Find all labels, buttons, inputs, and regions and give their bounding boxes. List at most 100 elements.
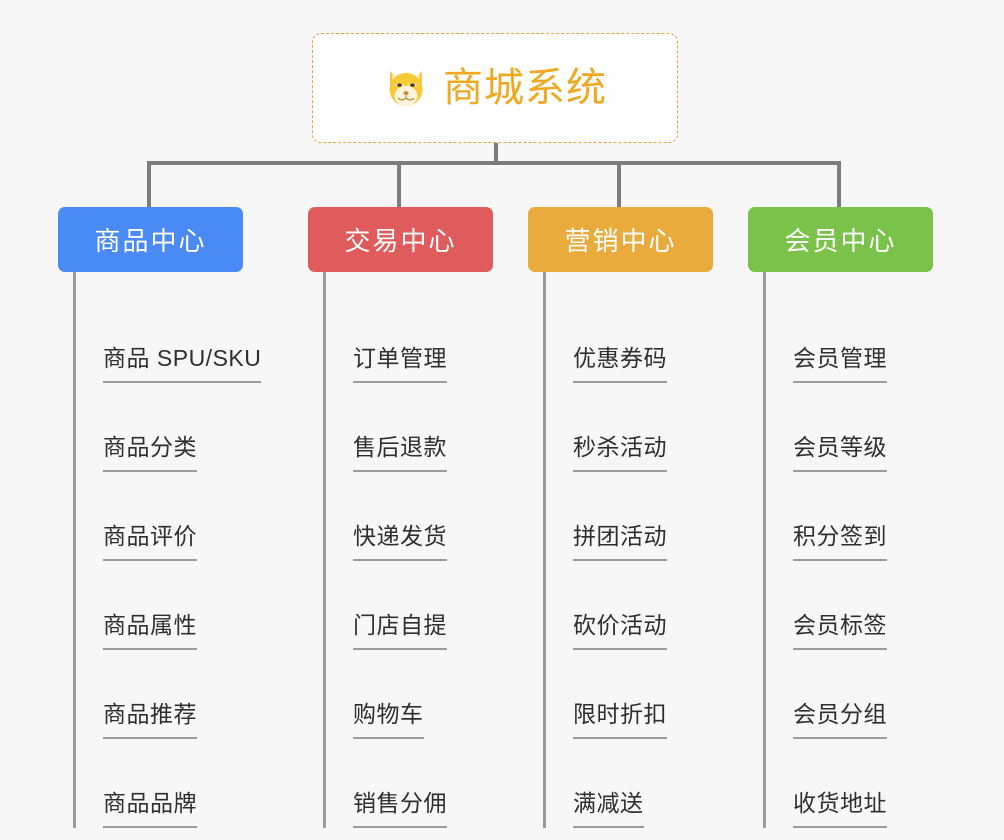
leaf-item-label: 会员等级: [793, 434, 887, 460]
leaf-item-label: 商品品牌: [103, 790, 197, 816]
leaf-item[interactable]: 商品品牌: [73, 739, 243, 828]
column-member-center: 会员中心会员管理会员等级积分签到会员标签会员分组收货地址: [748, 207, 933, 828]
spine-trade-center: [323, 272, 326, 828]
leaf-item-label: 商品属性: [103, 612, 197, 638]
leaf-item-underline: 满减送: [573, 784, 644, 828]
category-label: 会员中心: [784, 226, 897, 256]
root-node[interactable]: 商城系统: [312, 33, 678, 143]
leaf-item-label: 商品评价: [103, 523, 197, 549]
leaf-item-underline: 拼团活动: [573, 517, 667, 561]
category-header-product-center[interactable]: 商品中心: [58, 207, 243, 272]
leaf-item-underline: 砍价活动: [573, 606, 667, 650]
leaf-item-label: 拼团活动: [573, 523, 667, 549]
spine-member-center: [763, 272, 766, 828]
leaf-item[interactable]: 购物车: [323, 650, 493, 739]
leaf-item-underline: 门店自提: [353, 606, 447, 650]
leaf-item-label: 满减送: [573, 790, 644, 816]
column-product-center: 商品中心商品 SPU/SKU 商品分类商品评价商品属性商品推荐商品品牌: [58, 207, 262, 828]
leaf-item[interactable]: 商品评价: [73, 472, 243, 561]
branch-connector-trade-center: [397, 161, 401, 209]
leaf-item-label: 积分签到: [793, 523, 887, 549]
leaf-list-product-center: 商品 SPU/SKU 商品分类商品评价商品属性商品推荐商品品牌: [73, 272, 262, 828]
leaf-item-underline: 商品分类: [103, 428, 197, 472]
leaf-item-label: 秒杀活动: [573, 434, 667, 460]
leaf-item[interactable]: 商品推荐: [73, 650, 243, 739]
leaf-item[interactable]: 砍价活动: [543, 561, 713, 650]
category-header-trade-center[interactable]: 交易中心: [308, 207, 493, 272]
leaf-item-label: 商品 SPU/SKU: [103, 345, 262, 371]
leaf-item-underline: 销售分佣: [353, 784, 447, 828]
leaf-item-label: 优惠券码: [573, 345, 667, 371]
leaf-item-underline: 秒杀活动: [573, 428, 667, 472]
column-marketing-center: 营销中心优惠券码秒杀活动拼团活动砍价活动限时折扣满减送: [528, 207, 713, 828]
category-header-marketing-center[interactable]: 营销中心: [528, 207, 713, 272]
leaf-item[interactable]: 会员分组: [763, 650, 933, 739]
branch-connector-marketing-center: [617, 161, 621, 209]
category-label: 交易中心: [344, 226, 457, 256]
leaf-item[interactable]: 商品 SPU/SKU: [73, 294, 262, 383]
leaf-item-underline: 订单管理: [353, 339, 447, 383]
leaf-item-label: 会员管理: [793, 345, 887, 371]
trunk-vertical-connector: [494, 143, 498, 164]
leaf-item[interactable]: 会员标签: [763, 561, 933, 650]
leaf-item-label: 会员标签: [793, 612, 887, 638]
leaf-item[interactable]: 优惠券码: [543, 294, 713, 383]
leaf-item[interactable]: 满减送: [543, 739, 713, 828]
leaf-item-underline: 积分签到: [793, 517, 887, 561]
leaf-item-underline: 商品评价: [103, 517, 197, 561]
leaf-item[interactable]: 限时折扣: [543, 650, 713, 739]
leaf-item-label: 售后退款: [353, 434, 447, 460]
leaf-list-trade-center: 订单管理售后退款快递发货门店自提购物车销售分佣: [323, 272, 493, 828]
leaf-item-label: 订单管理: [353, 345, 447, 371]
leaf-item[interactable]: 秒杀活动: [543, 383, 713, 472]
leaf-item-underline: 会员分组: [793, 695, 887, 739]
leaf-item-underline: 商品品牌: [103, 784, 197, 828]
leaf-item[interactable]: 积分签到: [763, 472, 933, 561]
branch-connector-product-center: [147, 161, 151, 209]
leaf-item-underline: 购物车: [353, 695, 424, 739]
leaf-item-label: 砍价活动: [573, 612, 667, 638]
leaf-item[interactable]: 售后退款: [323, 383, 493, 472]
leaf-item[interactable]: 会员管理: [763, 294, 933, 383]
leaf-item-label: 商品分类: [103, 434, 197, 460]
leaf-item[interactable]: 快递发货: [323, 472, 493, 561]
leaf-item-label: 会员分组: [793, 701, 887, 727]
leaf-item-underline: 售后退款: [353, 428, 447, 472]
leaf-list-member-center: 会员管理会员等级积分签到会员标签会员分组收货地址: [763, 272, 933, 828]
leaf-item[interactable]: 商品分类: [73, 383, 243, 472]
category-header-member-center[interactable]: 会员中心: [748, 207, 933, 272]
spine-marketing-center: [543, 272, 546, 828]
root-title: 商城系统: [443, 66, 607, 110]
leaf-item-underline: 快递发货: [353, 517, 447, 561]
leaf-item[interactable]: 拼团活动: [543, 472, 713, 561]
leaf-list-marketing-center: 优惠券码秒杀活动拼团活动砍价活动限时折扣满减送: [543, 272, 713, 828]
leaf-item-underline: 商品推荐: [103, 695, 197, 739]
leaf-item-label: 收货地址: [793, 790, 887, 816]
leaf-item-underline: 会员管理: [793, 339, 887, 383]
leaf-item[interactable]: 会员等级: [763, 383, 933, 472]
leaf-item-label: 商品推荐: [103, 701, 197, 727]
leaf-item[interactable]: 订单管理: [323, 294, 493, 383]
category-label: 营销中心: [564, 226, 677, 256]
leaf-item-underline: 限时折扣: [573, 695, 667, 739]
leaf-item[interactable]: 销售分佣: [323, 739, 493, 828]
leaf-item-underline: 会员标签: [793, 606, 887, 650]
leaf-item[interactable]: 收货地址: [763, 739, 933, 828]
leaf-item-underline: 商品属性: [103, 606, 197, 650]
branch-connector-member-center: [837, 161, 841, 209]
leaf-item-label: 购物车: [353, 701, 424, 727]
leaf-item-label: 销售分佣: [353, 790, 447, 816]
column-trade-center: 交易中心订单管理售后退款快递发货门店自提购物车销售分佣: [308, 207, 493, 828]
leaf-item-underline: 收货地址: [793, 784, 887, 828]
leaf-item[interactable]: 商品属性: [73, 561, 243, 650]
trunk-horizontal-connector: [149, 161, 840, 165]
leaf-item[interactable]: 门店自提: [323, 561, 493, 650]
leaf-item-underline: 优惠券码: [573, 339, 667, 383]
category-label: 商品中心: [94, 226, 207, 256]
spine-product-center: [73, 272, 76, 828]
leaf-item-underline: 会员等级: [793, 428, 887, 472]
leaf-item-underline: 商品 SPU/SKU: [103, 339, 262, 383]
leaf-item-label: 门店自提: [353, 612, 447, 638]
shiba-dog-icon: [383, 65, 429, 111]
